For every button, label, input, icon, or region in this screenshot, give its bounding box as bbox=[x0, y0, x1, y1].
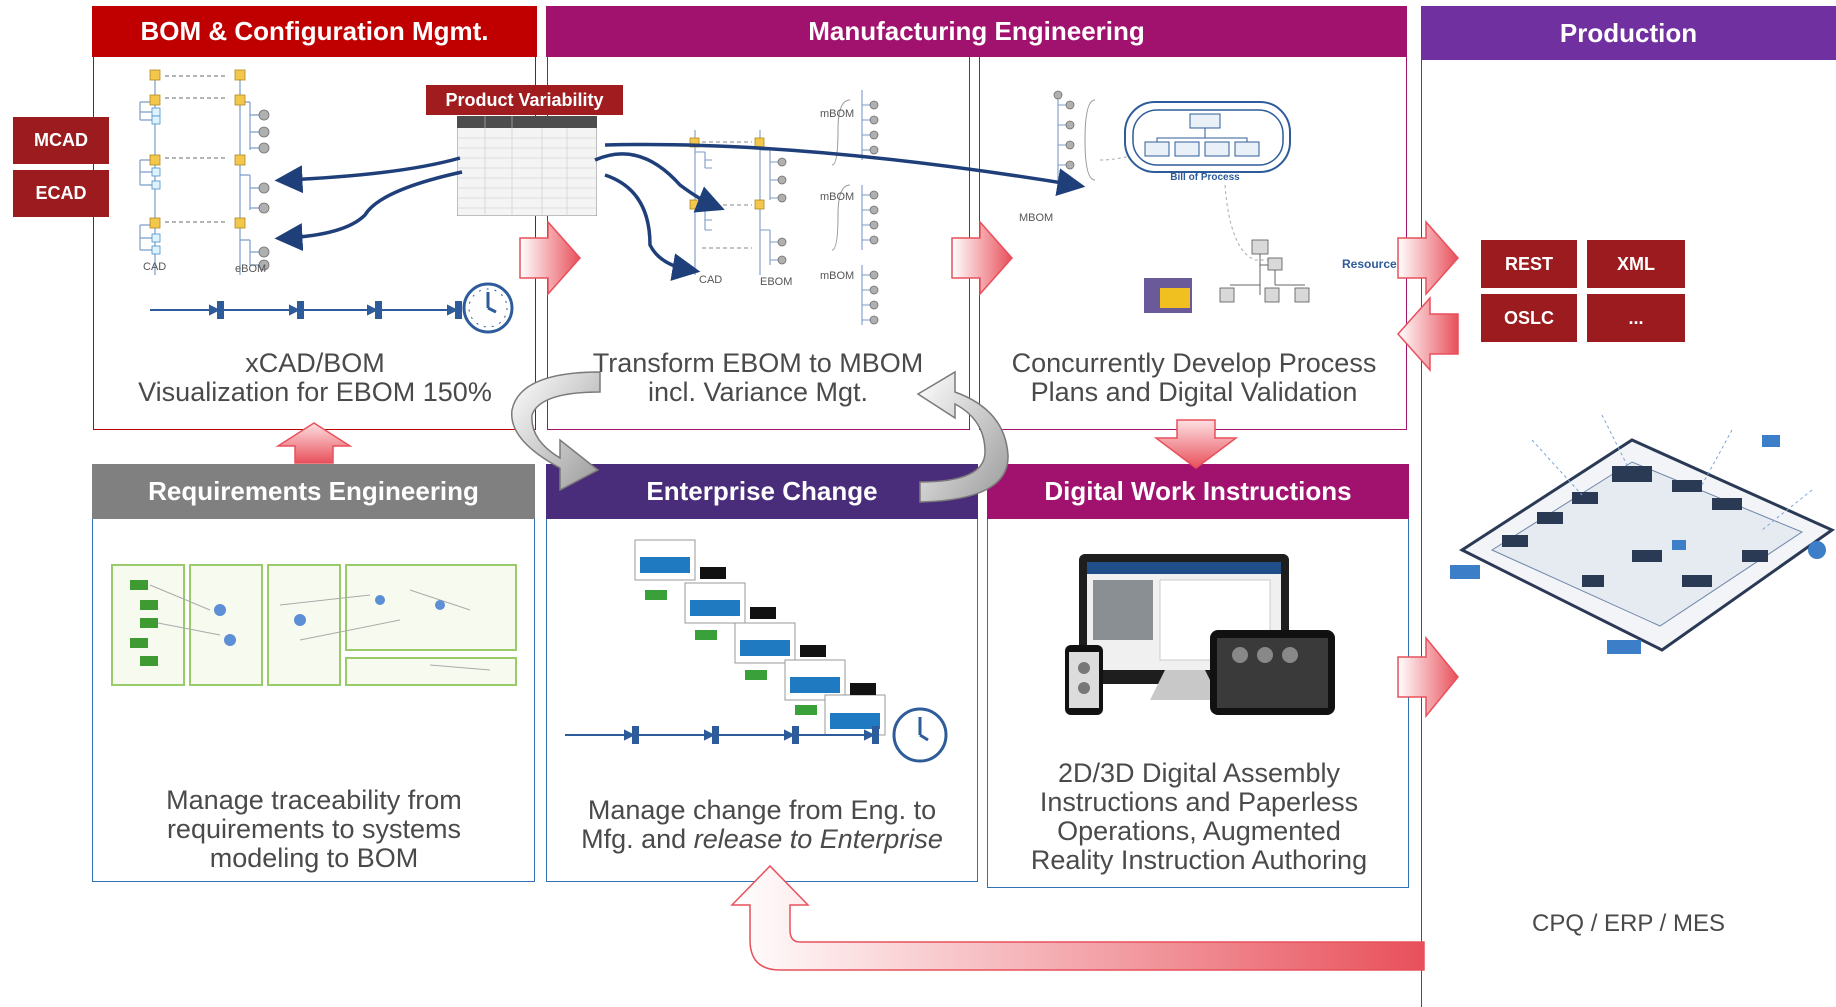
production-title: Production bbox=[1559, 17, 1698, 48]
requirements-title: Requirements Engineering bbox=[148, 476, 479, 506]
factory-illustration bbox=[1450, 414, 1836, 654]
process-plan-diagram: Bill of Process bbox=[1053, 90, 1310, 313]
requirements-desc-line3: modeling to BOM bbox=[209, 843, 419, 873]
requirements-desc-line1: Manage traceability from bbox=[166, 785, 462, 815]
product-variability-table bbox=[457, 116, 597, 216]
mfg-process-panel bbox=[979, 7, 1407, 430]
requirements-desc-line2: requirements to systems bbox=[166, 814, 462, 844]
red-arrow-dwi-to-production bbox=[1397, 635, 1459, 719]
more-tag: ... bbox=[1587, 294, 1685, 342]
bom-header: BOM & Configuration Mgmt. bbox=[92, 6, 537, 57]
change-header: Enterprise Change bbox=[546, 464, 978, 519]
rest-label: REST bbox=[1504, 253, 1553, 274]
mbom-label-1: mBOM bbox=[820, 108, 855, 120]
transform-desc-line2: incl. Variance Mgt. bbox=[647, 377, 869, 407]
dwi-header: Digital Work Instructions bbox=[987, 464, 1409, 519]
red-arrow-transform-to-process bbox=[951, 220, 1014, 296]
devices-illustration bbox=[1065, 554, 1335, 715]
process-mbom-label: MBOM bbox=[1019, 212, 1054, 224]
red-arrow-to-production bbox=[1397, 220, 1460, 296]
change-desc-line1: Manage change from Eng. to bbox=[587, 795, 937, 825]
mcad-label: MCAD bbox=[34, 130, 88, 150]
oslc-label: OSLC bbox=[1503, 307, 1554, 328]
bom-desc-line1: xCAD/BOM bbox=[245, 348, 385, 378]
requirements-header: Requirements Engineering bbox=[92, 464, 535, 519]
rest-tag: REST bbox=[1481, 240, 1577, 288]
production-header: Production bbox=[1421, 6, 1836, 60]
mbom-label-3: mBOM bbox=[820, 270, 855, 282]
product-variability-label: Product Variability bbox=[445, 89, 604, 110]
red-arrow-bom-to-mfg bbox=[519, 220, 582, 296]
oslc-tag: OSLC bbox=[1481, 294, 1577, 342]
ecad-tag: ECAD bbox=[13, 170, 109, 217]
bom-ebom-label: eBOM bbox=[235, 263, 267, 275]
red-return-arrow bbox=[730, 864, 1425, 971]
bom-cad-label: CAD bbox=[143, 261, 167, 273]
change-clock-icon bbox=[892, 707, 948, 763]
mcad-tag: MCAD bbox=[13, 117, 109, 164]
requirements-diagram bbox=[111, 564, 517, 686]
mfg-title: Manufacturing Engineering bbox=[808, 16, 1145, 46]
production-footer: CPQ / ERP / MES bbox=[1532, 910, 1725, 937]
red-arrow-process-down bbox=[1153, 419, 1239, 469]
transform-description: Transform EBOM to MBOM incl. Variance Mg… bbox=[548, 349, 968, 407]
dwi-desc-line1: 2D/3D Digital Assembly bbox=[1057, 758, 1341, 788]
xml-tag: XML bbox=[1587, 240, 1685, 288]
process-description: Concurrently Develop Process Plans and D… bbox=[982, 349, 1406, 407]
gray-cycle-arrows bbox=[511, 370, 1009, 503]
change-desc-line2-plain: Mfg. and bbox=[581, 824, 694, 854]
more-label: ... bbox=[1628, 307, 1644, 328]
bom-desc-line2: Visualization for EBOM 150% bbox=[138, 377, 492, 407]
mfg-transform-panel bbox=[547, 7, 970, 430]
ecad-label: ECAD bbox=[35, 183, 87, 203]
xml-label: XML bbox=[1617, 253, 1655, 274]
bom-description: xCAD/BOM Visualization for EBOM 150% bbox=[95, 349, 535, 407]
dwi-desc-line2: Instructions and Paperless bbox=[1039, 787, 1359, 817]
bom-panel bbox=[93, 7, 536, 430]
bom-title: BOM & Configuration Mgmt. bbox=[140, 16, 489, 46]
resources-label: Resources bbox=[1342, 257, 1404, 271]
product-variability-tag: Product Variability bbox=[426, 85, 623, 115]
dwi-desc-line3: Operations, Augmented bbox=[1057, 816, 1341, 846]
dwi-desc-line4: Reality Instruction Authoring bbox=[1030, 845, 1368, 875]
change-process-diagram bbox=[565, 539, 948, 763]
process-desc-line2: Plans and Digital Validation bbox=[1030, 377, 1358, 407]
change-desc-line2-italic: release to Enterprise bbox=[693, 824, 943, 854]
process-desc-line1: Concurrently Develop Process bbox=[1011, 348, 1377, 378]
transform-desc-line1: Transform EBOM to MBOM bbox=[592, 348, 924, 378]
dwi-description: 2D/3D Digital Assembly Instructions and … bbox=[990, 759, 1408, 875]
bill-of-process-text: Bill of Process bbox=[1170, 172, 1240, 183]
dwi-title: Digital Work Instructions bbox=[1044, 476, 1352, 506]
clock-icon bbox=[462, 282, 514, 334]
red-arrow-requirements-up bbox=[275, 422, 353, 464]
transform-ebom-label: EBOM bbox=[760, 276, 793, 288]
mbom-label-2: mBOM bbox=[820, 191, 855, 203]
change-description: Manage change from Eng. to Mfg. and rele… bbox=[548, 796, 976, 854]
change-title: Enterprise Change bbox=[646, 476, 878, 506]
red-arrow-from-production bbox=[1396, 296, 1459, 372]
transform-diagram bbox=[689, 90, 879, 325]
transform-cad-label: CAD bbox=[699, 274, 723, 286]
mfg-header: Manufacturing Engineering bbox=[546, 6, 1407, 57]
bom-tree-diagram bbox=[139, 69, 514, 334]
requirements-description: Manage traceability from requirements to… bbox=[95, 786, 533, 873]
